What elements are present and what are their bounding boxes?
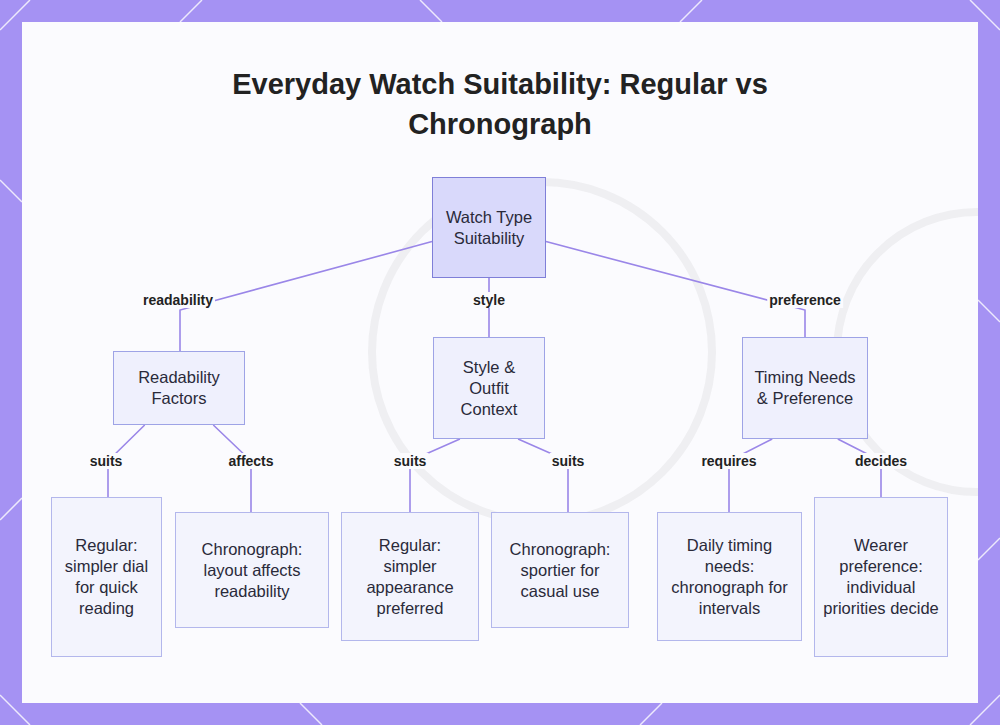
category-box: Readability Factors <box>113 351 245 425</box>
node-text: Regular: simpler dial for quick reading <box>60 535 153 619</box>
leaf-box: Chronograph: sportier for casual use <box>491 512 629 628</box>
edge-label: suits <box>392 453 429 469</box>
node-text: Daily timing needs: chronograph for inte… <box>666 535 793 619</box>
node-text: Style & Outfit Context <box>442 357 536 420</box>
root-box: Watch Type Suitability <box>432 177 546 278</box>
edge-label: suits <box>550 453 587 469</box>
connector-line <box>546 242 805 337</box>
connector-line <box>410 439 460 512</box>
edge-label: style <box>471 292 507 308</box>
edge-label: readability <box>141 292 215 308</box>
edge-label: decides <box>853 453 909 469</box>
category-box: Style & Outfit Context <box>433 337 545 439</box>
leaf-box: Regular: simpler dial for quick reading <box>51 497 162 657</box>
node-text: Watch Type Suitability <box>441 207 537 249</box>
edge-label: suits <box>88 453 125 469</box>
diagram-title: Everyday Watch Suitability: Regular vs C… <box>222 64 778 144</box>
connector-line <box>180 242 432 351</box>
node-text: Chronograph: layout affects readability <box>184 539 320 602</box>
background-watch <box>372 182 978 522</box>
category-box: Timing Needs & Preference <box>742 337 868 439</box>
edge-label: preference <box>767 292 843 308</box>
canvas: Everyday Watch Suitability: Regular vs C… <box>22 22 978 703</box>
leaf-box: Chronograph: layout affects readability <box>175 512 329 628</box>
leaf-box: Daily timing needs: chronograph for inte… <box>657 512 802 641</box>
connector-line <box>729 439 772 512</box>
node-text: Readability Factors <box>122 367 236 409</box>
node-text: Chronograph: sportier for casual use <box>500 539 620 602</box>
node-text: Timing Needs & Preference <box>751 367 859 409</box>
leaf-box: Wearer preference: individual priorities… <box>814 497 948 657</box>
node-text: Wearer preference: individual priorities… <box>823 535 939 619</box>
leaf-box: Regular: simpler appearance preferred <box>341 512 479 641</box>
edge-label: affects <box>226 453 275 469</box>
connector-line <box>518 439 568 512</box>
edge-label: requires <box>699 453 758 469</box>
node-text: Regular: simpler appearance preferred <box>350 535 470 619</box>
